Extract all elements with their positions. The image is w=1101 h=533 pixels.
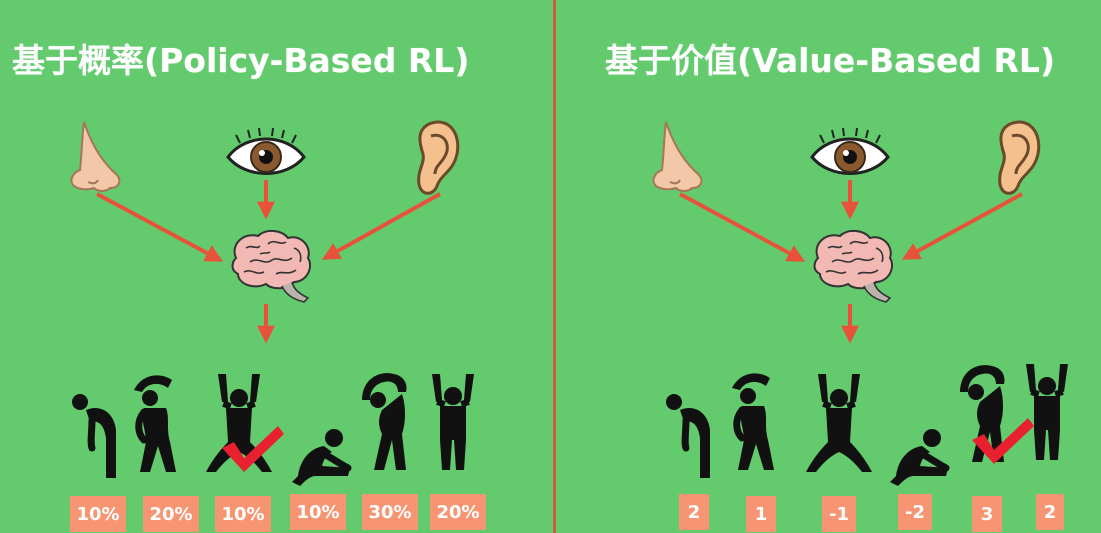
ear-icon <box>998 120 1041 195</box>
right-action-figures <box>666 364 1068 486</box>
ear-icon <box>417 120 460 195</box>
nose-icon <box>70 121 121 192</box>
person-icon <box>1026 364 1068 460</box>
action-value-label: 3 <box>972 496 1002 532</box>
arrow-ear-to-brain <box>321 192 441 260</box>
person-icon <box>72 394 116 478</box>
right-arrows <box>679 180 1023 344</box>
person-icon <box>890 429 948 486</box>
person-icon <box>362 373 407 470</box>
left-action-figures <box>72 373 474 486</box>
action-value-label: 2 <box>1036 494 1064 530</box>
policy-probability-label: 10% <box>70 496 126 532</box>
action-value-label: -2 <box>898 494 932 530</box>
person-icon <box>292 429 350 486</box>
arrow-ear-to-brain <box>901 192 1023 260</box>
action-value-label: -1 <box>822 496 856 532</box>
policy-probability-label: 20% <box>143 496 199 532</box>
policy-probability-label: 10% <box>215 496 271 532</box>
person-icon <box>806 374 872 472</box>
brain-icon <box>231 229 312 303</box>
panel-divider <box>553 0 556 533</box>
brain-icon <box>813 229 894 303</box>
arrow-nose-to-brain <box>96 192 224 262</box>
policy-probability-label: 10% <box>290 494 346 530</box>
left-arrows <box>96 180 441 344</box>
nose-icon <box>652 121 703 192</box>
person-icon <box>666 394 710 478</box>
person-icon <box>134 375 176 472</box>
person-icon <box>732 373 774 470</box>
policy-probability-label: 20% <box>430 494 486 530</box>
eye-icon <box>810 126 890 175</box>
policy-based-title: 基于概率(Policy-Based RL) <box>12 41 470 80</box>
action-value-label: 1 <box>746 496 776 532</box>
value-based-title: 基于价值(Value-Based RL) <box>605 41 1056 80</box>
person-icon <box>432 374 474 470</box>
action-value-label: 2 <box>679 494 709 530</box>
eye-icon <box>226 126 306 175</box>
arrow-nose-to-brain <box>679 192 806 262</box>
policy-probability-label: 30% <box>362 494 418 530</box>
